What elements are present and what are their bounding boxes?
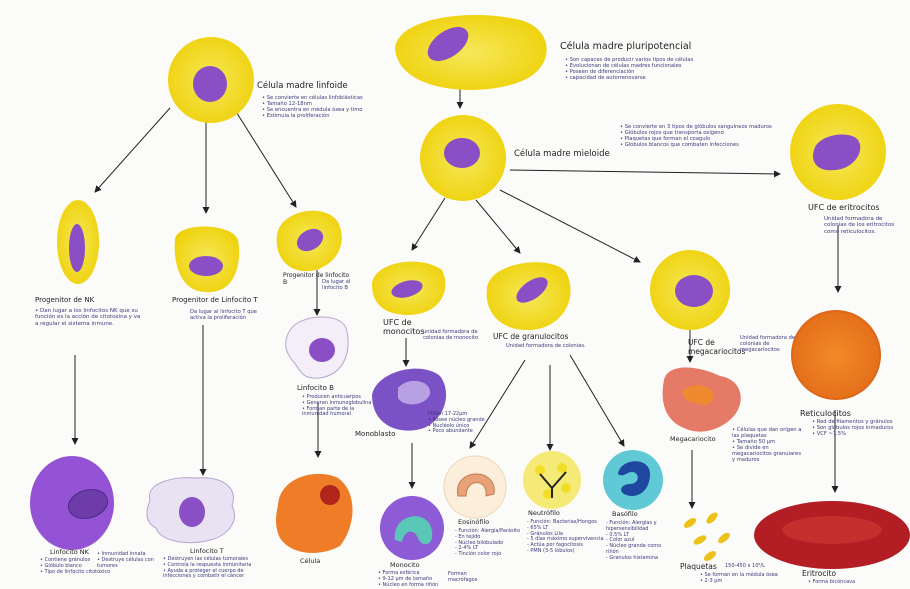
myeloid-title: Célula madre mieloide xyxy=(514,150,610,160)
lymphoid-notes: • Se convierte en células linfoblásticas… xyxy=(262,96,402,120)
reticulocyte-cell xyxy=(791,310,881,400)
platelets-notes: • Se forman en la médula ósea • 2-3 µm xyxy=(700,573,800,585)
stem-notes: • Son capaces de producir varios tipos d… xyxy=(565,58,755,82)
ufc-granulocyte-notes: Unidad formadora de colonias. xyxy=(506,344,591,350)
lymphocyte-b-cell xyxy=(286,317,348,378)
ufc-megakaryocyte-cell xyxy=(650,250,730,330)
plasma-cell-title: Célula xyxy=(300,558,320,565)
nk-progenitor-title: Progenitor de NK xyxy=(35,296,94,304)
neutrophil-notes: - Función: Bacterias/Hongos - 65% LT - G… xyxy=(527,520,615,555)
myeloid-notes: • Se convierte en 3 tipos de glóbulos sa… xyxy=(620,125,780,149)
platelets-count: 150-450 x 10⁹/L xyxy=(725,564,785,570)
t-progenitor-notes: Da lugar al linfocito T que activa la pr… xyxy=(190,310,270,322)
b-progenitor-notes: Da lugar al linfocito B xyxy=(322,280,372,292)
ufc-monocyte-notes: unidad formadora de colonias de monocito xyxy=(423,330,488,342)
lymphoid-stem-cell xyxy=(168,37,254,123)
lymphocyte-b-notes: • Producen anticuerpos • Generan inmunog… xyxy=(302,395,372,418)
monocyte-side: Forman macrófagos xyxy=(448,572,488,584)
lymphocyte-nk-cell xyxy=(30,456,114,550)
myeloid-stem-cell xyxy=(420,115,506,201)
megakaryocyte-notes: • Células que dan origen a las plaquetas… xyxy=(732,428,802,464)
erythrocyte-title: Eritrocito xyxy=(802,570,836,579)
lymphocyte-nk-title: Linfocito NK xyxy=(50,549,89,556)
monocyte-notes: • Forma esférica • 9-12 µm de tamaño • N… xyxy=(378,571,448,588)
ufc-granulocyte-title: UFC de granulocitos xyxy=(493,333,568,342)
monoblast-title: Monoblasto xyxy=(355,430,395,438)
ufc-granulocyte-cell xyxy=(487,262,571,330)
platelets-title: Plaquetas xyxy=(680,563,717,572)
nk-progenitor-notes: • Dan lugar a los linfocitos NK que su f… xyxy=(35,308,145,327)
stem-title: Célula madre pluripotencial xyxy=(560,42,691,53)
monocyte-cell xyxy=(380,496,444,560)
ufc-erythrocyte-notes: Unidad formadora de colonias de los erit… xyxy=(824,216,906,235)
neutrophil-title: Neutrófilo xyxy=(528,510,560,517)
lymphocyte-t-cell xyxy=(147,478,235,543)
ufc-megakaryocyte-notes: Unidad formadora de colonias de megacari… xyxy=(740,336,800,354)
eosinophil-notes: - Función: Alergia/Parásito - En tejido … xyxy=(455,529,530,558)
basophil-title: Basófilo xyxy=(612,511,638,518)
monocyte-title: Monocito xyxy=(390,562,420,569)
lymphoid-title: Célula madre linfoide xyxy=(257,82,348,92)
plasma-cell xyxy=(276,474,353,553)
eosinophil-title: Eosinófilo xyxy=(458,519,489,526)
erythrocyte-cell xyxy=(754,501,910,569)
reticulocyte-notes: • Red de filamentos y gránulos • Son gló… xyxy=(812,420,906,438)
lymphocyte-b-title: Linfocito B xyxy=(297,384,334,392)
neutrophil-cell xyxy=(523,451,581,509)
megakaryocyte-title: Megacariocito xyxy=(670,436,716,443)
ufc-megakaryocyte-title: UFC de megacariocitos xyxy=(688,339,748,356)
nk-progenitor-cell xyxy=(57,200,99,284)
stem-cell xyxy=(395,15,547,90)
platelets xyxy=(682,511,731,563)
b-progenitor-cell xyxy=(277,211,342,271)
lymphocyte-t-notes: • Destruyen las células tumorales • Cont… xyxy=(163,557,273,580)
ufc-erythrocyte-cell xyxy=(790,104,886,200)
t-progenitor-title: Progenitor de Linfocito T xyxy=(172,296,258,304)
basophil-notes: - Función: Alergias y hipersensibilidad … xyxy=(606,521,674,561)
ufc-monocyte-title: UFC de monocitos xyxy=(383,318,427,336)
ufc-erythrocyte-title: UFC de eritrocitos xyxy=(808,203,880,212)
reticulocyte-title: Reticulocitos xyxy=(800,409,851,418)
basophil-cell xyxy=(603,450,663,510)
lymphocyte-t-title: Linfocito T xyxy=(190,548,224,555)
erythrocyte-notes: • Forma bicóncava xyxy=(808,580,898,586)
ufc-monocyte-cell xyxy=(372,262,445,315)
t-progenitor-cell xyxy=(175,227,239,293)
lymphocyte-nk-side: • Inmunidad innata • Destruye células co… xyxy=(97,552,157,569)
eosinophil-cell xyxy=(444,456,506,518)
megakaryocyte-cell xyxy=(663,368,741,432)
monoblast-notes: Miden 17-22µm • Posee núcleo grande • Nu… xyxy=(428,412,486,435)
